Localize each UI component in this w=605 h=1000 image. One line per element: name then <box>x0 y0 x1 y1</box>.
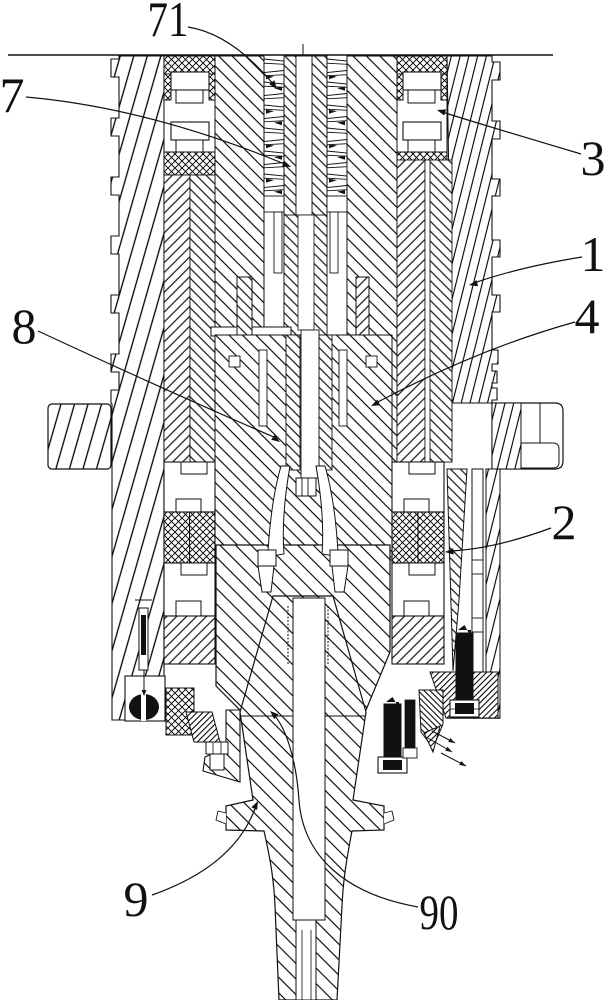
svg-text:4: 4 <box>575 288 600 344</box>
svg-text:8: 8 <box>12 298 37 354</box>
svg-text:3: 3 <box>581 130 605 186</box>
svg-text:9: 9 <box>124 871 149 927</box>
svg-text:7: 7 <box>0 67 25 123</box>
svg-text:1: 1 <box>581 226 605 282</box>
svg-text:71: 71 <box>148 0 189 47</box>
svg-text:90: 90 <box>420 884 459 940</box>
svg-text:2: 2 <box>552 494 577 550</box>
